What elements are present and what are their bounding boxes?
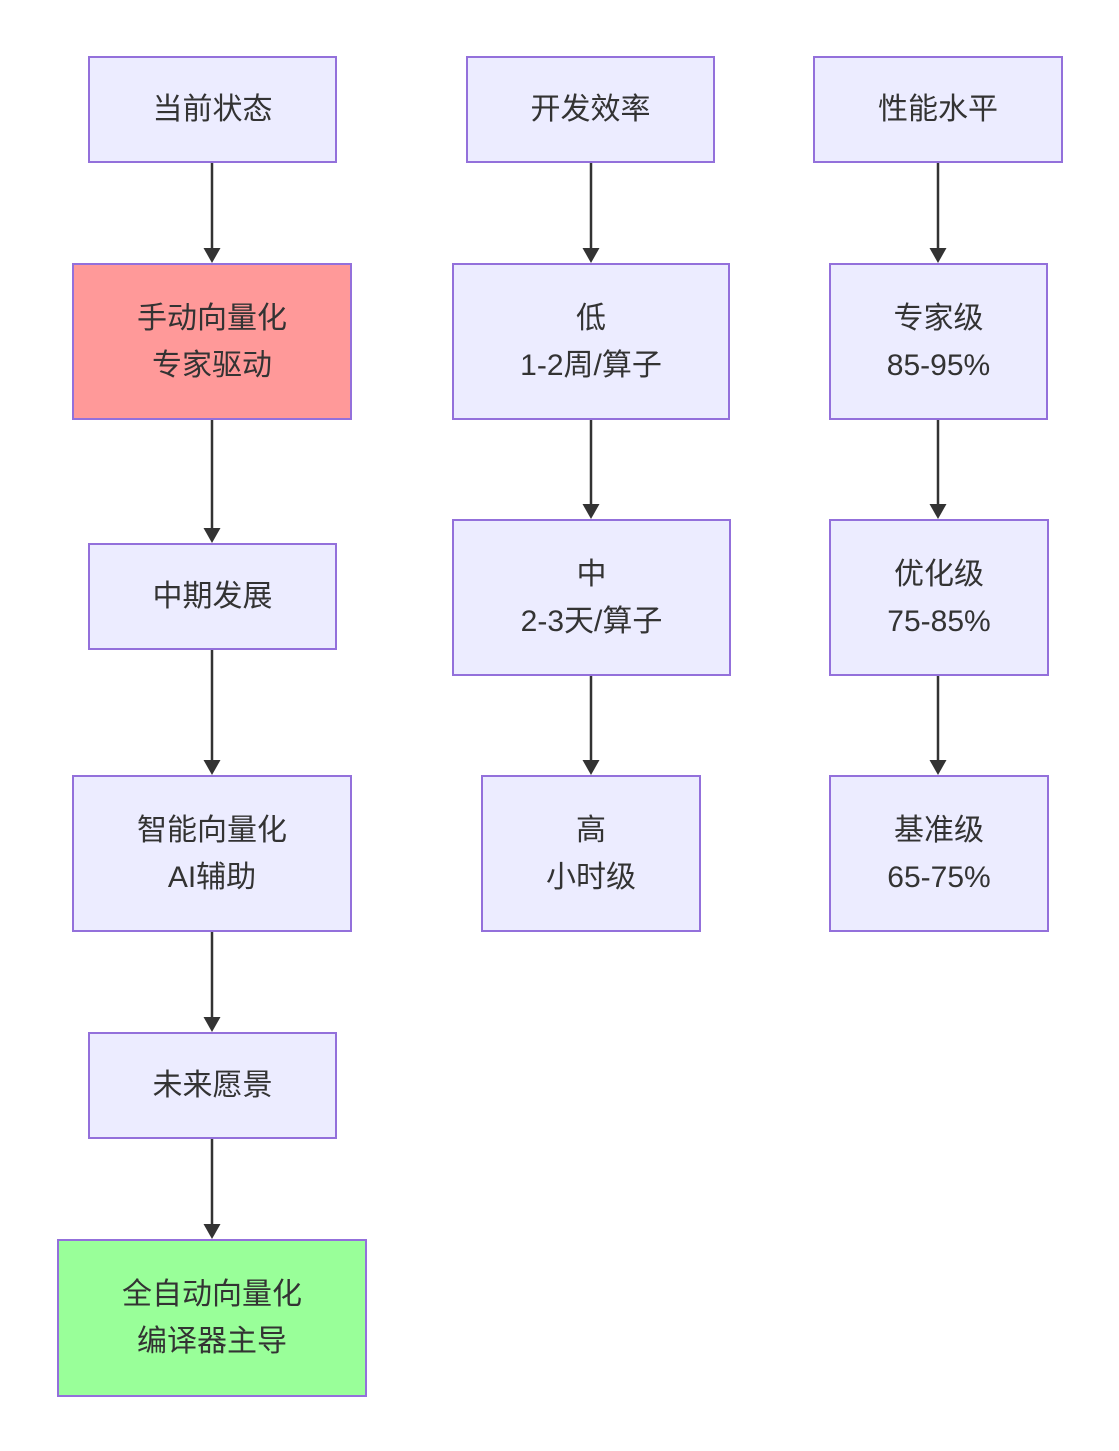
node-sublabel: 75-85% (887, 604, 991, 638)
arrow-midterm-to-intelligent (203, 650, 221, 775)
node-label: 性能水平 (878, 93, 998, 126)
node-future-vision: 未来愿景 (88, 1032, 337, 1139)
node-current-state: 当前状态 (88, 56, 337, 163)
arrow-medium-to-high (582, 676, 600, 775)
node-efficiency-medium: 中 2-3天/算子 (452, 519, 731, 676)
arrow-performance-to-expert (929, 163, 947, 263)
arrow-manual-to-midterm (203, 420, 221, 543)
arrow-current-to-manual (203, 163, 221, 263)
node-label: 当前状态 (152, 93, 273, 126)
node-sublabel: 85-95% (886, 348, 991, 382)
node-label: 中期发展 (152, 580, 273, 613)
node-sublabel: 专家驱动 (152, 348, 272, 382)
node-fully-automatic-vectorization: 全自动向量化 编译器主导 (57, 1239, 367, 1397)
node-label: 高 (576, 813, 606, 847)
node-label: 未来愿景 (152, 1069, 273, 1102)
node-performance-expert: 专家级 85-95% (829, 263, 1048, 420)
arrow-expert-to-optimized (929, 420, 947, 519)
node-label: 专家级 (893, 301, 984, 335)
node-performance-level: 性能水平 (813, 56, 1063, 163)
node-label: 智能向量化 (137, 813, 287, 847)
node-efficiency-low: 低 1-2周/算子 (452, 263, 730, 420)
arrow-low-to-medium (582, 420, 600, 519)
node-label: 基准级 (894, 813, 984, 847)
node-label: 全自动向量化 (122, 1278, 302, 1311)
node-sublabel: 65-75% (887, 860, 991, 894)
arrow-future-to-fullauto (203, 1139, 221, 1239)
node-label: 低 (576, 301, 606, 335)
node-label: 中 (576, 557, 607, 591)
node-label: 开发效率 (530, 93, 651, 126)
node-sublabel: 小时级 (546, 860, 636, 894)
node-sublabel: 编译器主导 (137, 1325, 287, 1358)
node-label: 优化级 (894, 557, 984, 591)
node-sublabel: 2-3天/算子 (520, 604, 663, 638)
node-midterm-development: 中期发展 (88, 543, 337, 650)
arrow-intelligent-to-future (203, 932, 221, 1032)
node-performance-baseline: 基准级 65-75% (829, 775, 1049, 932)
node-sublabel: AI辅助 (167, 860, 257, 894)
node-performance-optimized: 优化级 75-85% (829, 519, 1049, 676)
node-sublabel: 1-2周/算子 (520, 348, 662, 382)
node-efficiency-high: 高 小时级 (481, 775, 701, 932)
node-manual-vectorization: 手动向量化 专家驱动 (72, 263, 352, 420)
node-label: 手动向量化 (137, 301, 287, 335)
arrow-optimized-to-baseline (929, 676, 947, 775)
arrow-efficiency-to-low (582, 163, 600, 263)
node-dev-efficiency: 开发效率 (466, 56, 715, 163)
node-intelligent-vectorization: 智能向量化 AI辅助 (72, 775, 352, 932)
